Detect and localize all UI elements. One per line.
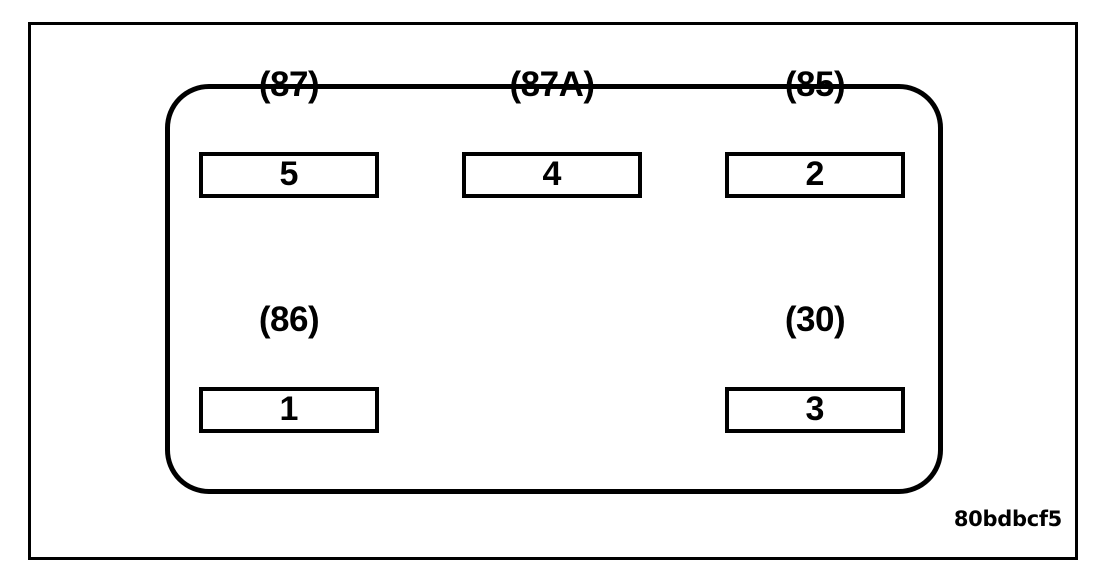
terminal-86-pin-box: 1	[199, 387, 379, 433]
terminal-87-label: (87)	[258, 65, 320, 104]
terminal-85-pin-number: 2	[805, 155, 825, 193]
terminal-85-pin-box: 2	[725, 152, 905, 198]
terminal-86-label: (86)	[258, 300, 320, 339]
terminal-85-label: (85)	[784, 65, 846, 104]
terminal-30-pin-box: 3	[725, 387, 905, 433]
terminal-87a-label: (87A)	[509, 65, 595, 104]
terminal-87-pin-box: 5	[199, 152, 379, 198]
figure-code: 80bdbcf5	[953, 507, 1062, 531]
terminal-87a-pin-number: 4	[542, 155, 562, 193]
relay-body-outline	[165, 84, 943, 494]
terminal-87-pin-number: 5	[279, 155, 299, 193]
terminal-30-pin-number: 3	[805, 390, 825, 428]
outer-border-frame	[28, 22, 1078, 560]
terminal-87a-pin-box: 4	[462, 152, 642, 198]
terminal-30-label: (30)	[784, 300, 846, 339]
terminal-86-pin-number: 1	[279, 390, 299, 428]
